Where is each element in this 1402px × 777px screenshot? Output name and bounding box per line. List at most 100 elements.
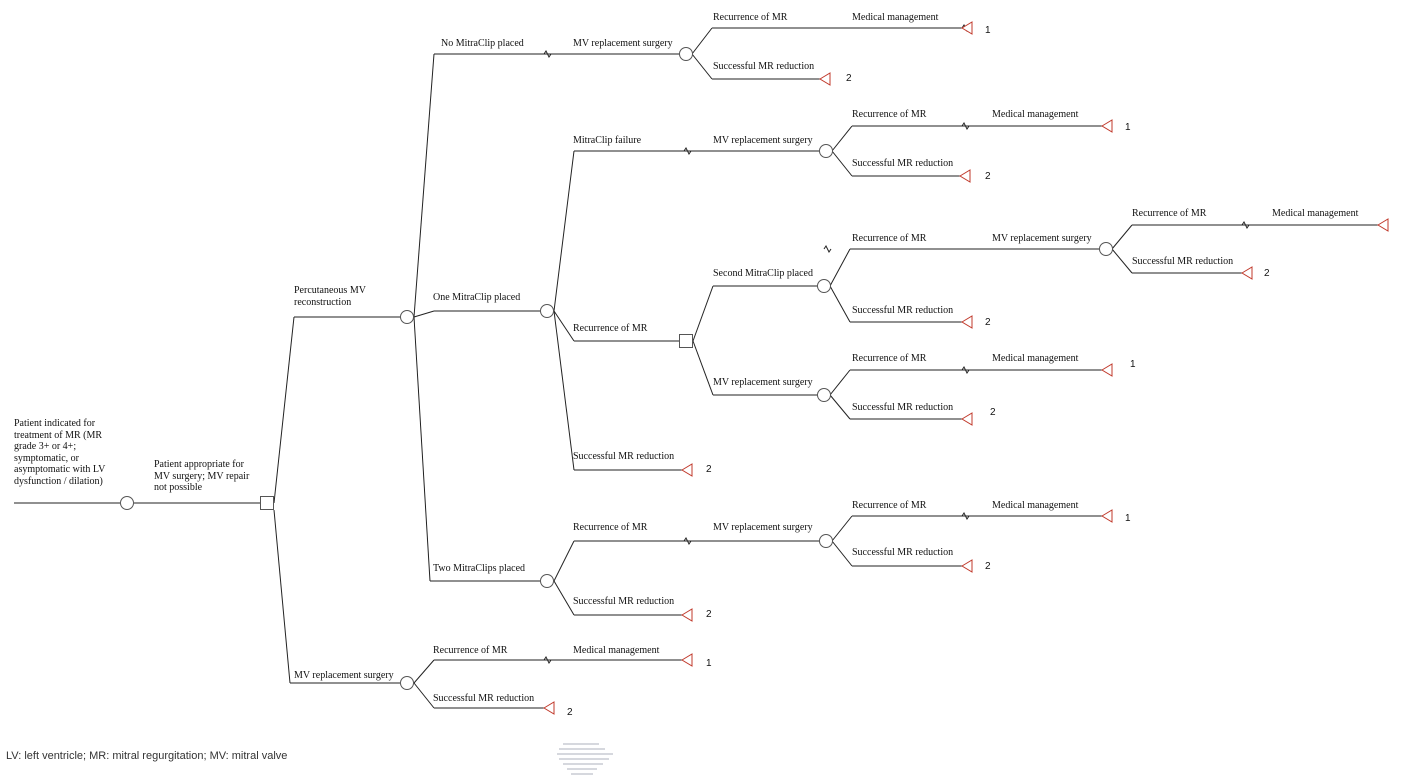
branch-break xyxy=(961,512,970,520)
terminal-node xyxy=(1101,509,1113,523)
terminal-node xyxy=(961,559,973,573)
mvr-rec-label: Recurrence of MR xyxy=(433,645,508,656)
chance-node xyxy=(819,534,833,548)
second-rec-label: Recurrence of MR xyxy=(852,233,927,244)
fail-rec-label: Recurrence of MR xyxy=(852,109,927,120)
terminal-node xyxy=(1377,218,1389,232)
percutaneous-label: Percutaneous MV reconstruction xyxy=(294,285,366,308)
branch-line xyxy=(829,285,851,323)
terminal-node xyxy=(1101,363,1113,377)
fail-succ-label: Successful MR reduction xyxy=(852,158,954,169)
fail-mv-label: MV replacement surgery xyxy=(713,135,813,146)
mvr-med-label: Medical management xyxy=(573,645,660,656)
two-mv-label: MV replacement surgery xyxy=(713,522,813,533)
chance-node xyxy=(540,304,554,318)
fail-med-label: Medical management xyxy=(992,109,1079,120)
outcome-number: 2 xyxy=(706,464,712,475)
branch-line xyxy=(691,53,713,80)
no-clip-med-label: Medical management xyxy=(852,12,939,23)
branch-line xyxy=(273,316,295,504)
chance-node xyxy=(540,574,554,588)
second-mv-label: MV replacement surgery xyxy=(992,233,1092,244)
fail-label: MitraClip failure xyxy=(573,135,642,146)
mvr-label: MV replacement surgery xyxy=(294,670,394,681)
chance-node xyxy=(1099,242,1113,256)
branch-break xyxy=(961,122,970,130)
branch-line xyxy=(829,394,851,420)
terminal-node xyxy=(681,463,693,477)
watermark-logo xyxy=(557,743,613,775)
mvr-succ-label: Successful MR reduction xyxy=(433,693,535,704)
branch-line xyxy=(413,682,435,709)
terminal-node xyxy=(961,412,973,426)
branch-line xyxy=(831,150,853,177)
terminal-node xyxy=(681,608,693,622)
branch-line xyxy=(1111,224,1133,250)
terminal-node xyxy=(1241,266,1253,280)
second-label: Second MitraClip placed xyxy=(713,268,813,279)
branch-line xyxy=(1111,248,1133,274)
branch-break xyxy=(1241,221,1250,229)
terminal-node xyxy=(1101,119,1113,133)
outcome-number: 1 xyxy=(985,25,991,36)
chance-node xyxy=(819,144,833,158)
two-mv-succ-label: Successful MR reduction xyxy=(852,547,954,558)
chance-node xyxy=(400,310,414,324)
one-rec-label: Recurrence of MR xyxy=(573,323,648,334)
branch-break xyxy=(683,147,692,155)
branch-break xyxy=(961,366,970,374)
branch-line xyxy=(413,316,431,582)
outcome-number: 2 xyxy=(990,407,996,418)
outcome-number: 1 xyxy=(1125,513,1131,524)
chance-node xyxy=(817,388,831,402)
one-rec-mv-med-label: Medical management xyxy=(992,353,1079,364)
chance-node xyxy=(400,676,414,690)
outcome-number: 2 xyxy=(706,609,712,620)
appropriate-label: Patient appropriate for MV surgery; MV r… xyxy=(154,459,250,493)
branch-line xyxy=(691,27,713,55)
branch-line xyxy=(831,540,853,567)
branch-line xyxy=(829,369,851,396)
outcome-number: 2 xyxy=(985,171,991,182)
one-rec-mv-succ-label: Successful MR reduction xyxy=(852,402,954,413)
outcome-number: 2 xyxy=(846,73,852,84)
branch-line xyxy=(273,509,291,684)
two-mv-med-label: Medical management xyxy=(992,500,1079,511)
branch-break xyxy=(543,656,552,664)
chance-node xyxy=(817,279,831,293)
terminal-node xyxy=(819,72,831,86)
one-clip-label: One MitraClip placed xyxy=(433,292,521,303)
no-clip-rec-label: Recurrence of MR xyxy=(713,12,788,23)
footnote: LV: left ventricle; MR: mitral regurgita… xyxy=(6,750,288,762)
branch-break xyxy=(823,245,832,253)
branch-line xyxy=(553,150,575,312)
no-clip-label: No MitraClip placed xyxy=(441,38,524,49)
terminal-node xyxy=(681,653,693,667)
outcome-number: 1 xyxy=(1130,359,1136,370)
one-rec-mv-rec-label: Recurrence of MR xyxy=(852,353,927,364)
chance-node xyxy=(679,47,693,61)
two-mv-rec-label: Recurrence of MR xyxy=(852,500,927,511)
chance-node xyxy=(120,496,134,510)
decision-node xyxy=(260,496,274,510)
branch-line xyxy=(553,580,575,616)
branch-line xyxy=(831,515,853,542)
terminal-node xyxy=(959,169,971,183)
branch-break xyxy=(683,537,692,545)
outcome-number: 2 xyxy=(1264,268,1270,279)
two-rec-label: Recurrence of MR xyxy=(573,522,648,533)
branch-line xyxy=(831,125,853,152)
root-label: Patient indicated for treatment of MR (M… xyxy=(14,418,106,487)
second-succ-label: Successful MR reduction xyxy=(852,305,954,316)
no-clip-mv-label: MV replacement surgery xyxy=(573,38,673,49)
branch-line xyxy=(413,659,435,684)
outcome-number: 2 xyxy=(985,317,991,328)
terminal-node xyxy=(543,701,555,715)
one-succ-label: Successful MR reduction xyxy=(573,451,675,462)
outcome-number: 1 xyxy=(1125,122,1131,133)
terminal-node xyxy=(961,315,973,329)
decision-node xyxy=(679,334,693,348)
outcome-number: 2 xyxy=(985,561,991,572)
second-mv-med-label: Medical management xyxy=(1272,208,1359,219)
